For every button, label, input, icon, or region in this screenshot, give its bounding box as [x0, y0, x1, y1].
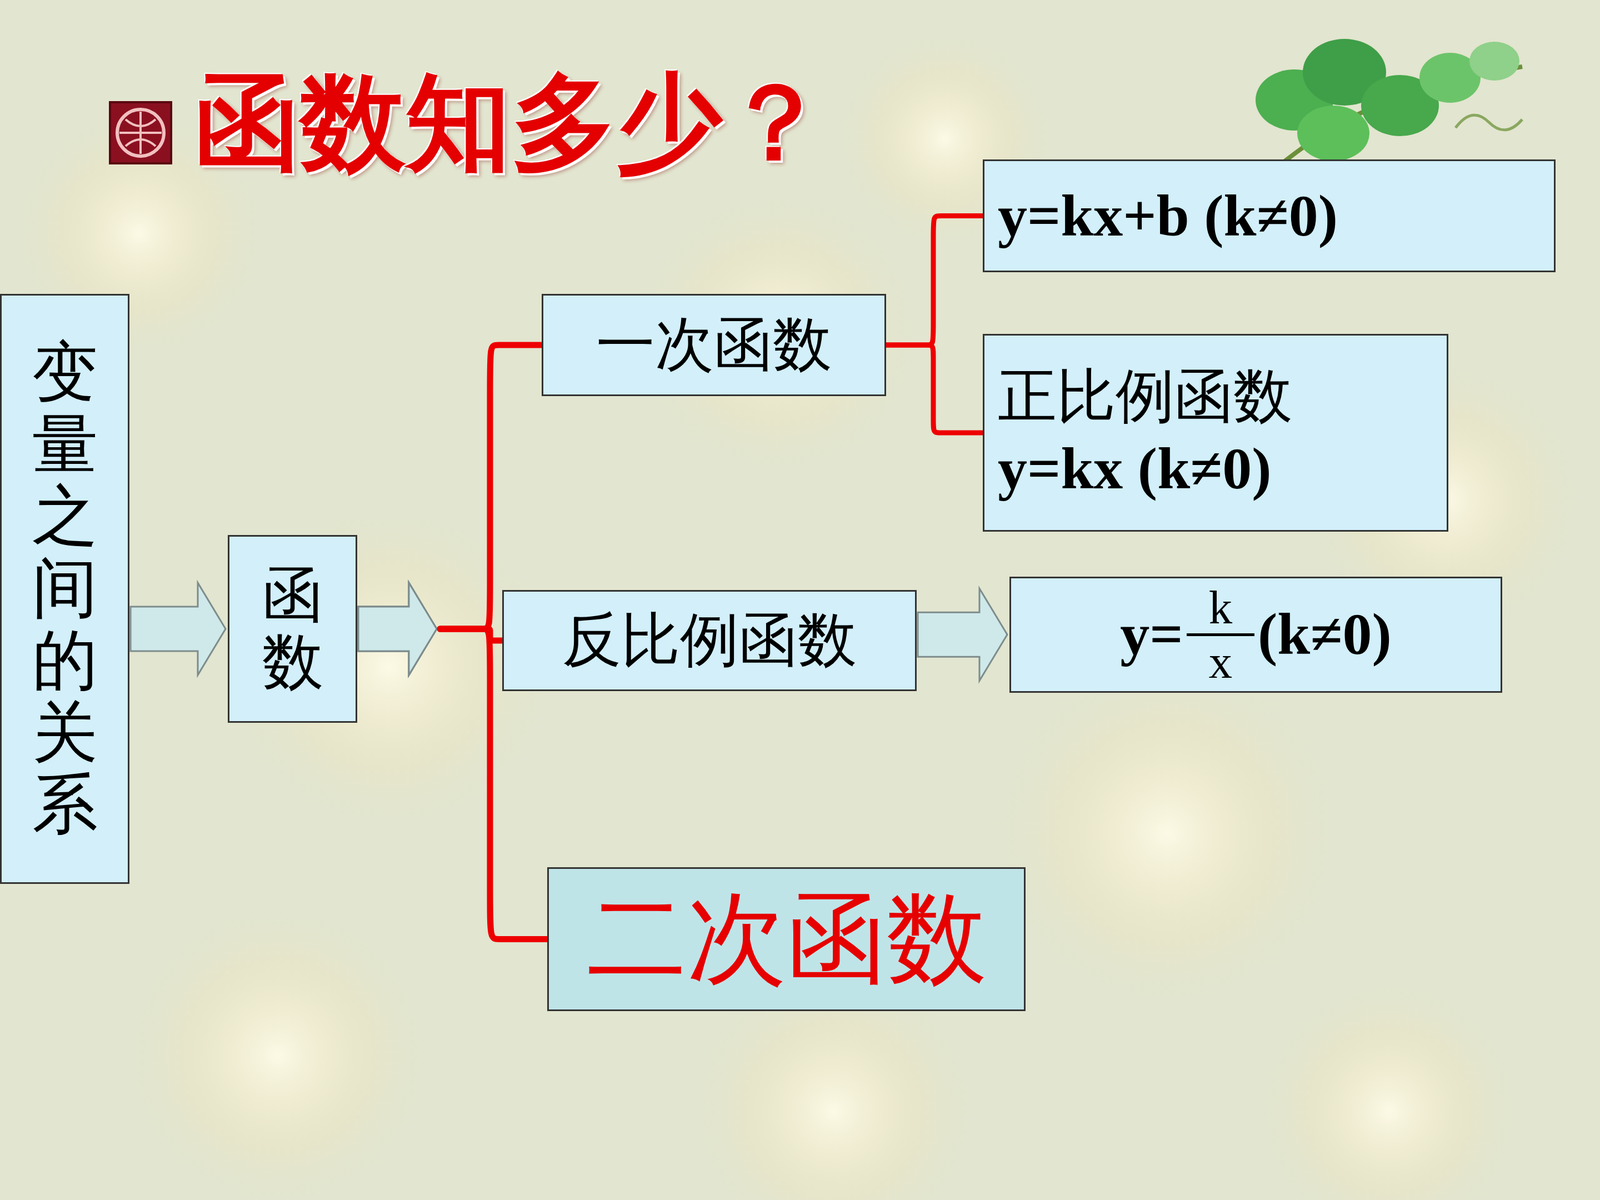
block-arrow: [917, 588, 1008, 681]
formula-text: y=: [1120, 600, 1183, 669]
category-box: 一次函数: [541, 293, 887, 397]
block-arrow-shape: [358, 582, 437, 675]
numerator: k: [1186, 583, 1255, 637]
denominator: x: [1186, 636, 1255, 686]
brace-connector: [886, 345, 983, 433]
box-label: y=kx (k≠0): [997, 435, 1272, 503]
brace-line: [886, 216, 983, 346]
brace-line: [886, 345, 983, 433]
concept-box: 函数: [227, 535, 358, 723]
brace-connector: [886, 216, 983, 346]
highlight-box: 二次函数: [547, 867, 1026, 1012]
box-label: 一次函数: [596, 311, 832, 379]
block-arrow-shape: [358, 582, 437, 675]
vertical-label: 变量之间的关系: [32, 336, 98, 842]
fraction: kx: [1186, 583, 1255, 686]
formula-box: y=kx(k≠0): [1009, 576, 1503, 693]
block-arrow-shape: [917, 588, 1008, 681]
box-label: 正比例函数: [997, 362, 1293, 431]
block-arrow-shape: [130, 582, 226, 675]
concept-box: 变量之间的关系: [0, 293, 130, 884]
box-label: 反比例函数: [562, 606, 857, 675]
category-box: 反比例函数: [502, 590, 917, 692]
block-arrow: [130, 582, 226, 675]
formula-row: y=kx(k≠0): [1120, 583, 1392, 686]
title-icon: [110, 102, 172, 164]
formula-text: (k≠0): [1257, 600, 1392, 669]
formula-box: y=kx+b (k≠0): [982, 159, 1556, 273]
box-label: y=kx+b (k≠0): [997, 182, 1338, 250]
formula-box: 正比例函数y=kx (k≠0): [982, 333, 1449, 532]
box-label: 二次函数: [586, 881, 987, 997]
slide-title: 函数知多少？: [194, 52, 828, 195]
background-pattern: [11, 27, 1584, 1200]
brace-line: [440, 345, 542, 629]
block-arrow-shape: [358, 582, 437, 675]
leaf-vine-illustration: [1255, 38, 1523, 167]
vertical-label: 函数: [262, 561, 324, 697]
